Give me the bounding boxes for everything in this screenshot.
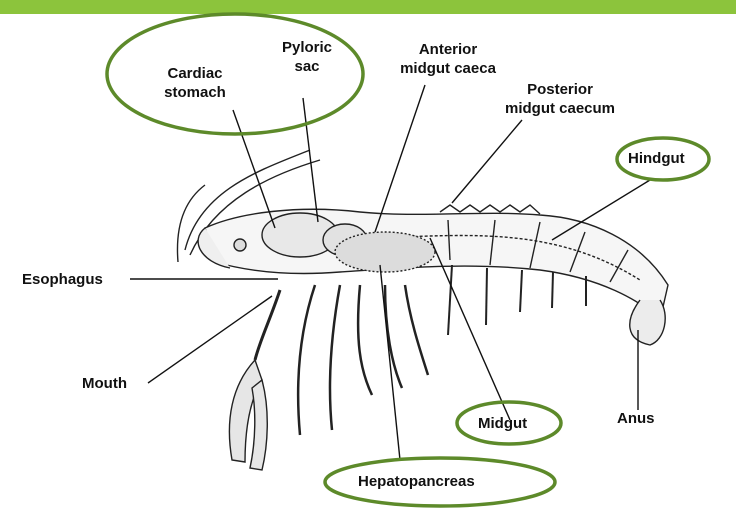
swimmeret — [552, 272, 553, 308]
walking-leg — [298, 285, 315, 435]
pointer-anterior-caeca — [375, 85, 425, 232]
label-mouth: Mouth — [82, 374, 127, 393]
tail-fan — [630, 300, 665, 345]
label-hepatopancreas: Hepatopancreas — [358, 472, 475, 491]
pointer-cardiac-stomach — [233, 110, 275, 228]
pointer-posterior-caecum — [452, 120, 522, 203]
swimmeret — [520, 270, 522, 312]
pointer-pyloric-sac — [303, 98, 318, 222]
label-hindgut: Hindgut — [628, 149, 685, 168]
walking-leg — [405, 285, 428, 375]
walking-leg — [358, 285, 372, 395]
label-anus: Anus — [617, 409, 655, 428]
walking-leg — [330, 285, 340, 430]
label-pyloric-sac: Pyloric sac — [262, 38, 352, 76]
claw-lower — [250, 380, 267, 470]
swimmeret — [486, 268, 487, 325]
label-anterior-midgut-caeca: Anterior midgut caeca — [378, 40, 518, 78]
dorsal-ridge — [440, 205, 540, 214]
label-midgut: Midgut — [478, 414, 527, 433]
pointer-hepatopancreas — [380, 265, 400, 460]
hepatopancreas-organ — [335, 232, 435, 272]
label-esophagus: Esophagus — [22, 270, 103, 289]
claw-arm — [255, 290, 280, 360]
eye — [234, 239, 246, 251]
swimmeret — [448, 265, 452, 335]
label-cardiac-stomach: Cardiac stomach — [140, 64, 250, 102]
label-posterior-midgut-caecum: Posterior midgut caecum — [480, 80, 640, 118]
